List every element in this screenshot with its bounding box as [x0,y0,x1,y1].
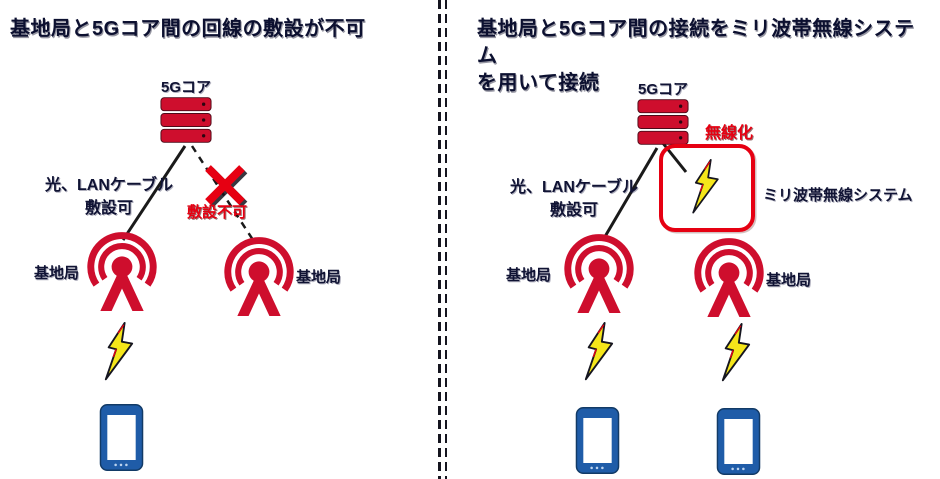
blocked-label: 敷設不可 [187,204,248,221]
cable-note: 光、LANケーブル 敷設可 [492,176,656,222]
antenna-tower-icon [560,232,638,316]
panel-divider-thick [438,0,441,479]
antenna-tower-icon [83,230,161,314]
station-label-left: 基地局 [34,265,80,282]
smartphone-icon [99,403,144,472]
core-label: 5Gコア [160,79,211,96]
wireless-link-box [659,144,755,232]
cable-note-line2: 敷設可 [84,200,133,217]
panel-title: 基地局と5Gコア間の接続をミリ波帯無線システム を用いて接続 [477,16,932,97]
wireless-label: 無線化 [705,125,754,142]
antenna-tower-icon [220,235,298,319]
lightning-bolt-icon [689,159,722,217]
cable-note-line1: 光、LANケーブル [510,179,638,196]
station-label-left: 基地局 [506,267,552,284]
lightning-bolt-icon [583,321,615,385]
lightning-bolt-icon [103,321,135,385]
cable-note-line2: 敷設可 [549,202,598,219]
panel-divider-thin [445,0,447,479]
blocked-link-dashed-line [190,145,255,241]
cable-note-line1: 光、LANケーブル [45,177,173,194]
smartphone-icon [716,407,761,476]
panel-title-line2: を用いて接続 [477,72,600,94]
station-label-right: 基地局 [296,269,342,286]
x-mark-icon [205,165,248,208]
cable-note: 光、LANケーブル 敷設可 [28,174,190,220]
antenna-tower-icon [690,236,768,320]
core-label: 5Gコア [637,81,688,98]
lightning-bolt-icon [720,322,752,386]
panel-title-line1: 基地局と5Gコア間の接続をミリ波帯無線システム [477,18,915,67]
station-label-right: 基地局 [766,272,812,289]
mmwave-label: ミリ波帯無線システム [763,187,913,204]
smartphone-icon [575,406,620,475]
server-stack-icon [637,98,689,146]
server-stack-icon [160,96,212,144]
panel-title: 基地局と5Gコア間の回線の敷設が不可 [10,18,366,40]
